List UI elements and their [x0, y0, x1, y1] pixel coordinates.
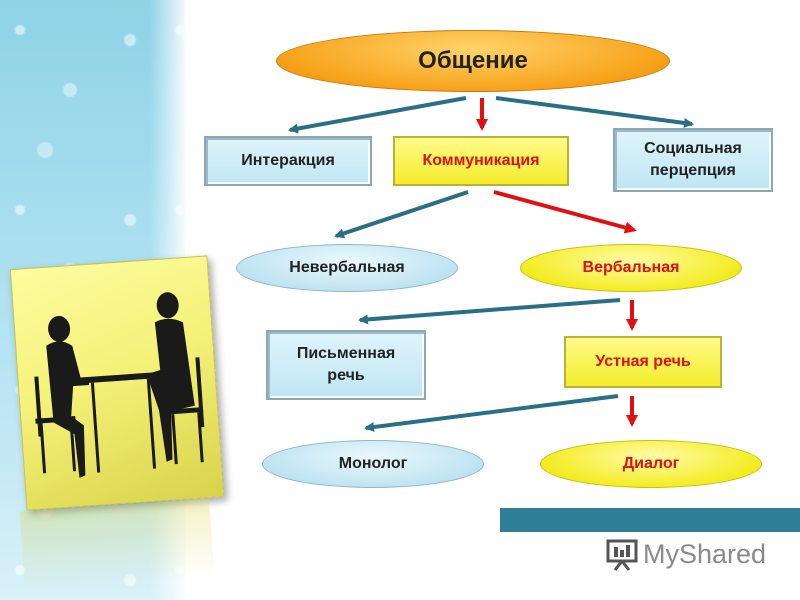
logo-text: MyShared	[643, 539, 766, 570]
logo-text-shared: Shared	[679, 538, 767, 569]
node-oral-speech: Устная речь	[564, 336, 722, 388]
node-communication-label: Коммуникация	[422, 152, 540, 169]
node-dialogue-label: Диалог	[622, 455, 680, 472]
node-written-line1: Письменная	[296, 345, 396, 363]
node-interaction: Интеракция	[204, 136, 372, 186]
node-verbal: Вербальная	[520, 244, 742, 292]
node-interaction-label: Интеракция	[241, 152, 335, 169]
node-oral-label: Устная речь	[595, 353, 691, 370]
arrow-oral-to-monologue	[364, 394, 619, 432]
arrow-verbal-to-written	[358, 298, 621, 325]
arrow-root-to-interaction	[288, 96, 467, 134]
arrow-root-to-perception	[495, 96, 694, 128]
presentation-board-icon	[606, 539, 638, 571]
node-monologue: Монолог	[262, 440, 484, 488]
node-monologue-label: Монолог	[338, 455, 408, 472]
node-dialogue: Диалог	[540, 440, 762, 488]
silhouette-graphic	[34, 292, 205, 478]
node-root-label: Общение	[418, 47, 528, 74]
node-nonverbal-label: Невербальная	[289, 259, 405, 276]
node-social-perception: Социальная перцепция	[613, 128, 773, 192]
myshared-logo: MyShared	[605, 536, 766, 572]
node-written-speech: Письменная речь	[266, 330, 426, 400]
accent-bar	[500, 508, 800, 532]
node-nonverbal: Невербальная	[236, 244, 458, 292]
logo-text-my: My	[643, 538, 679, 569]
arrow-comm-to-verbal	[493, 190, 637, 234]
node-verbal-label: Вербальная	[582, 259, 680, 276]
node-communication: Коммуникация	[393, 136, 569, 186]
node-perception-line1: Социальная	[644, 140, 742, 158]
node-written-line2: речь	[327, 367, 365, 384]
node-communication-root: Общение	[276, 30, 670, 92]
arrow-comm-to-nonverbal	[334, 190, 469, 239]
node-perception-line2: перцепция	[650, 162, 736, 179]
meeting-silhouette-image	[9, 255, 225, 511]
